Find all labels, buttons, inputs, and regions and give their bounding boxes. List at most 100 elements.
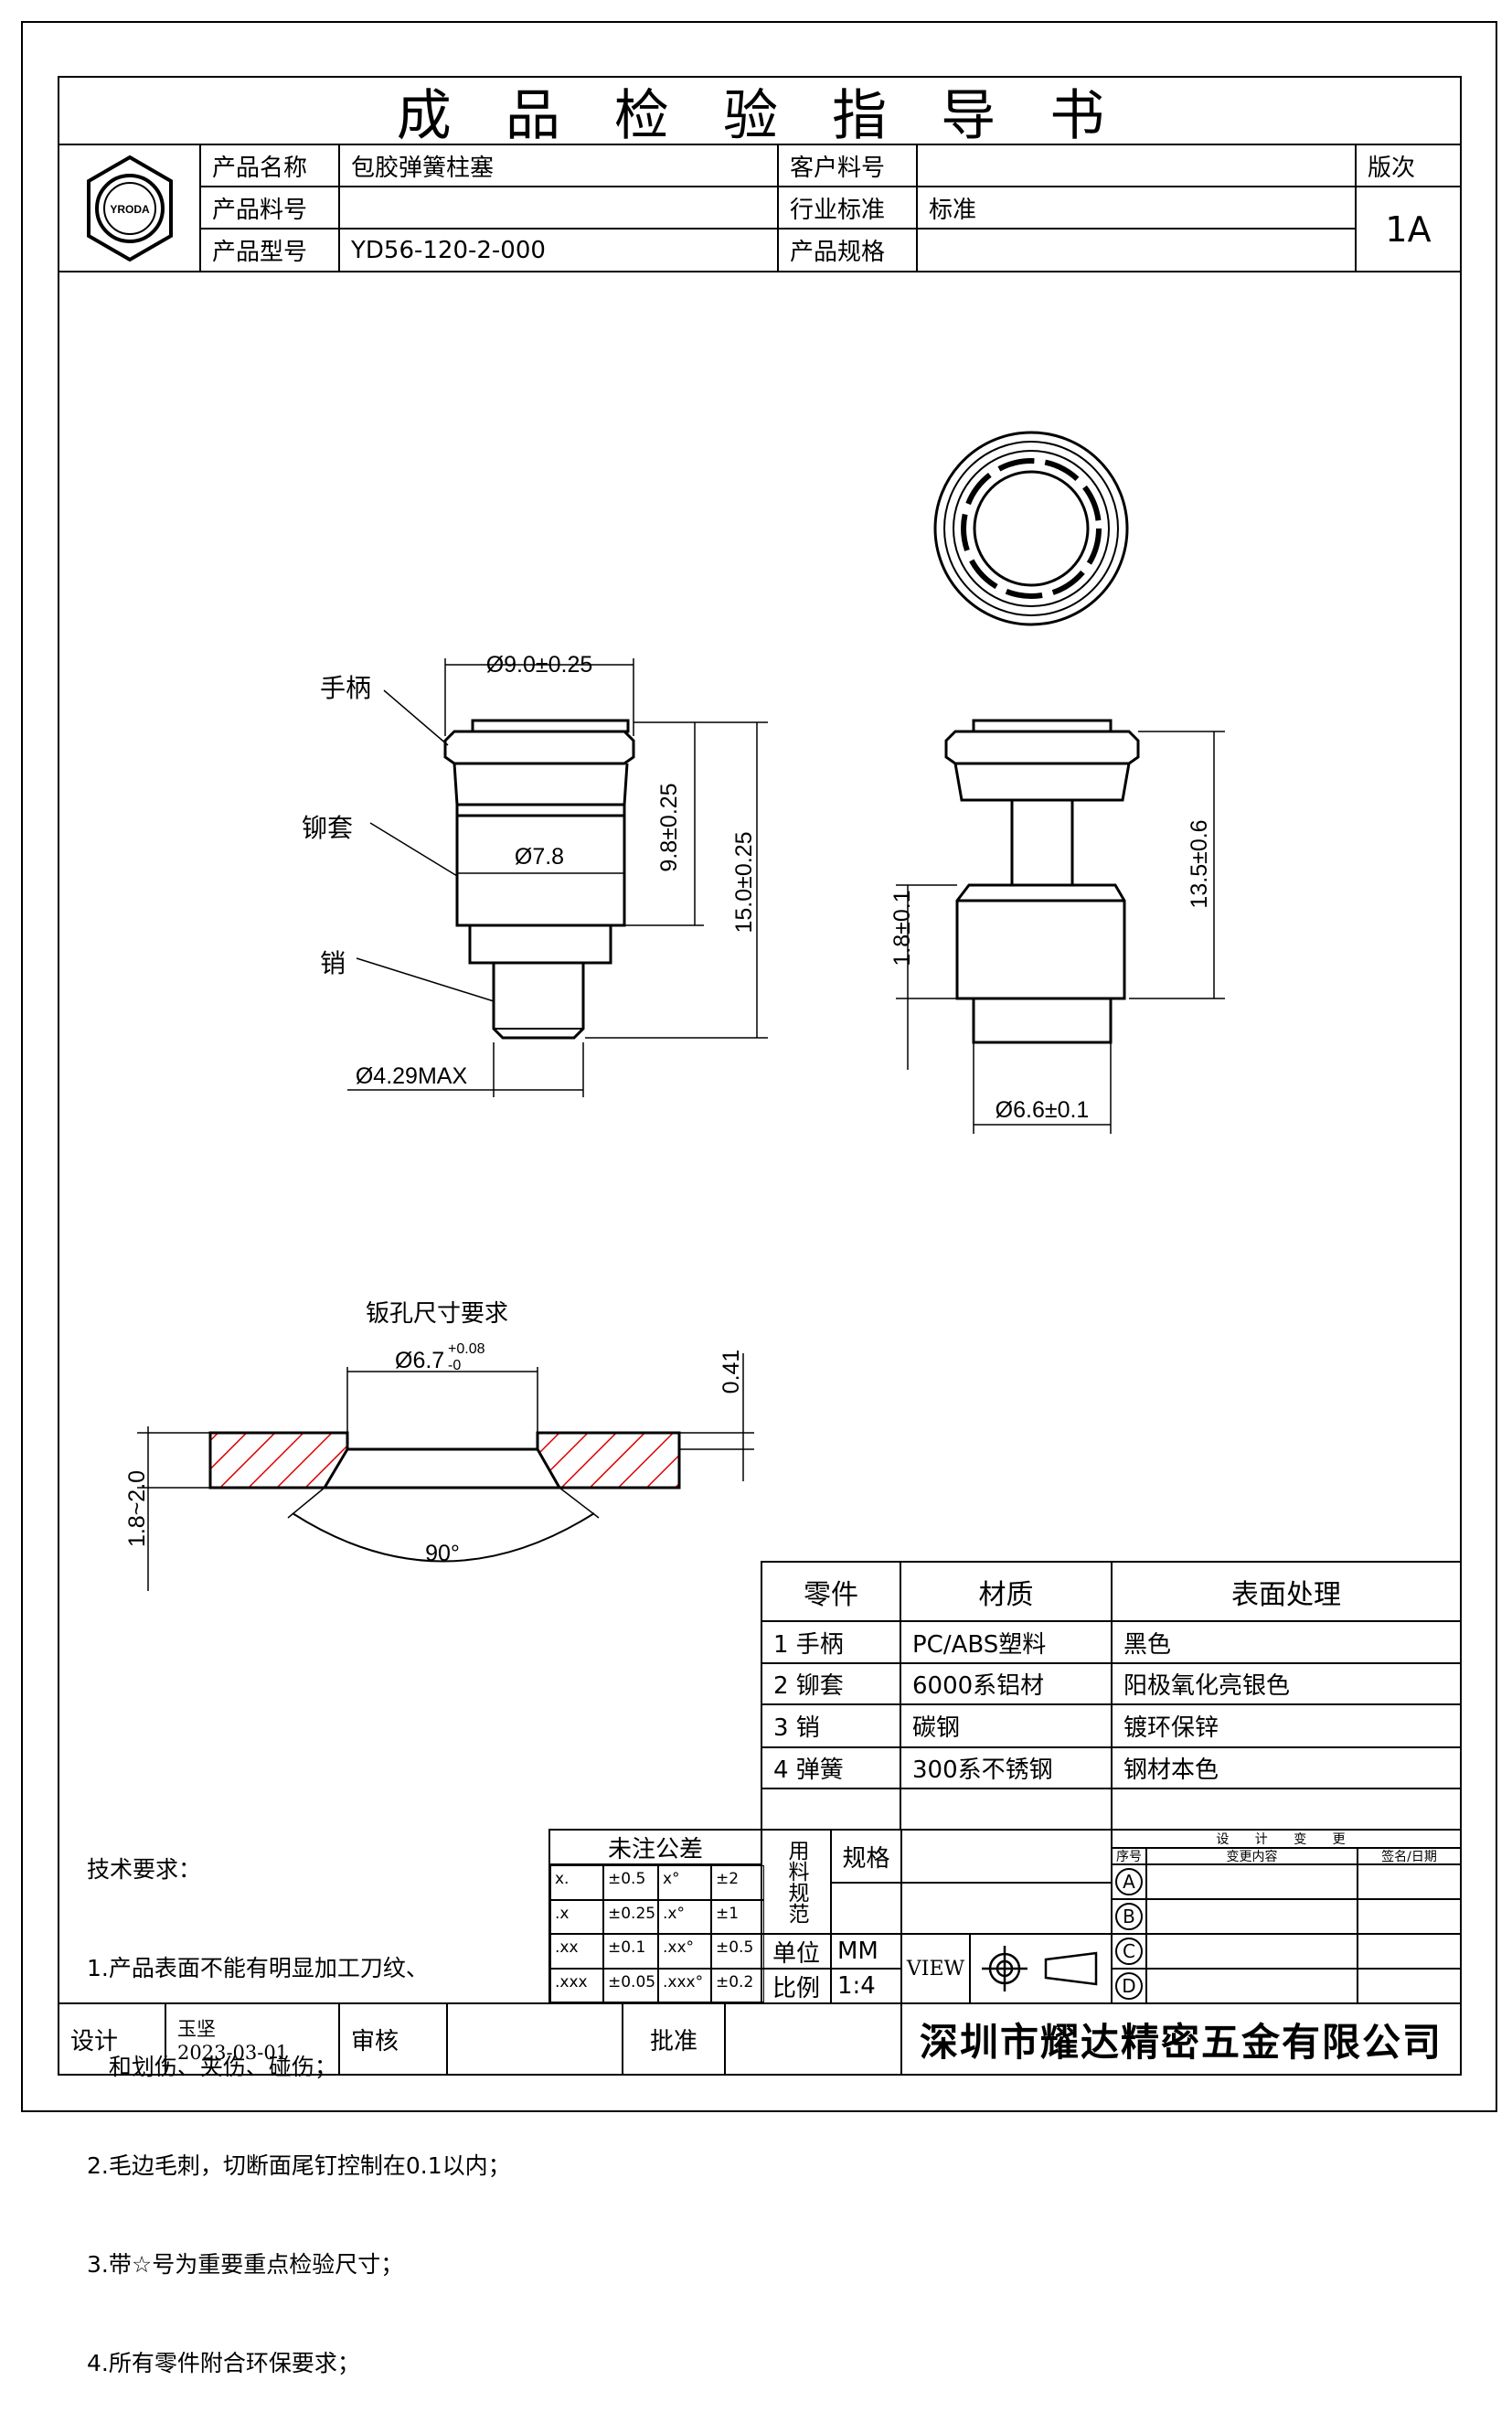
review-label: 审核 (338, 2002, 448, 2076)
parts-header-part: 零件 (761, 1561, 901, 1622)
tech-title: 技术要求： (87, 1856, 202, 1883)
parts-header-finish: 表面处理 (1111, 1561, 1462, 1622)
table-row-finish: 阳极氧化亮银色 (1111, 1662, 1462, 1705)
tol-cell: ±2 (711, 1865, 764, 1900)
change-row (1357, 1968, 1462, 2004)
table-row-finish: 钢材本色 (1111, 1746, 1462, 1789)
design-change-title: 设 计 变 更 (1111, 1829, 1462, 1849)
front-view (443, 719, 635, 1040)
table-row-finish: 黑色 (1111, 1620, 1462, 1664)
dim-total-height: 15.0±0.25 (731, 831, 757, 933)
table-row-empty (900, 1788, 1113, 1831)
plate-thickness: 1.8~2.0 (124, 1470, 150, 1547)
hole-thickness: 0.41 (719, 1350, 744, 1394)
change-col-no: 序号 (1111, 1847, 1147, 1865)
svg-text:YRODA: YRODA (110, 203, 150, 216)
change-row (1357, 1898, 1462, 1935)
company-logo: YRODA (58, 144, 201, 272)
change-col-sign: 签名/日期 (1357, 1847, 1462, 1865)
product-model-value: YD56-120-2-000 (338, 228, 779, 272)
view-label: VIEW (900, 1933, 971, 2004)
design-label: 设计 (58, 2002, 166, 2076)
spec-value (916, 228, 1357, 272)
projection-symbol-icon (969, 1933, 1113, 2004)
tol-cell: ±0.25 (603, 1899, 658, 1934)
change-row (1357, 1933, 1462, 1970)
hole-tol-minus: -0 (448, 1358, 461, 1373)
change-row (1145, 1968, 1358, 2004)
table-row-empty (1111, 1788, 1462, 1831)
change-row (1357, 1863, 1462, 1900)
tol-cell: .xxx° (658, 1968, 711, 2002)
spec-value-area (900, 1829, 1113, 1884)
tech-item: 3.带☆号为重要重点检验尺寸； (87, 2251, 404, 2278)
approver-value (724, 2002, 902, 2076)
side-view (944, 719, 1140, 1044)
table-row-material: 6000系铝材 (900, 1662, 1113, 1705)
tol-cell: .x° (658, 1899, 711, 1934)
table-row-finish: 镀环保锌 (1111, 1703, 1462, 1748)
dim-upper-height: 9.8±0.25 (656, 783, 682, 871)
change-row (1145, 1933, 1358, 1970)
tol-cell: x. (550, 1865, 603, 1900)
callout-sleeve: 铆套 (302, 814, 353, 842)
change-mark-d: D (1111, 1968, 1147, 2004)
change-row (1145, 1898, 1358, 1935)
designer-name: 玉坚 (177, 2018, 216, 2040)
tol-cell: .xxx (550, 1968, 603, 2002)
document-title: 成 品 检 验 指 导 书 (58, 76, 1462, 148)
approve-label: 批准 (622, 2002, 726, 2076)
scale-value: 1:4 (830, 1968, 902, 2004)
spec-value-area-2 (900, 1882, 1113, 1935)
panel-hole-section (137, 1353, 754, 1591)
designer-info: 玉坚 2023-03-01 (165, 2002, 340, 2076)
dim-sleeve-diameter: Ø7.8 (515, 844, 564, 870)
table-row-material: 300系不锈钢 (900, 1746, 1113, 1789)
dim-right-height: 13.5±0.6 (1187, 819, 1212, 908)
tol-cell: x° (658, 1865, 711, 1900)
callout-handle: 手柄 (320, 674, 371, 702)
tol-cell: ±0.1 (603, 1934, 658, 1969)
callout-pin: 销 (320, 949, 346, 977)
table-row-part: 2 铆套 (761, 1662, 901, 1705)
tol-cell: ±0.2 (711, 1968, 764, 2002)
material-spec-label: 用料规范 (761, 1829, 832, 1935)
design-date: 2023-03-01 (177, 2042, 289, 2064)
tol-cell: ±0.5 (711, 1934, 764, 1969)
top-view (933, 431, 1129, 626)
change-row (1145, 1863, 1358, 1900)
change-col-content: 变更内容 (1145, 1847, 1358, 1865)
tech-item: 1.产品表面不能有明显加工刀纹、 (87, 1955, 429, 1981)
unit-value: MM (830, 1933, 902, 1970)
tech-item: 和划伤、夹伤、碰伤； (87, 2054, 337, 2080)
hole-angle: 90° (425, 1541, 460, 1566)
dim-bottom-diameter: Ø6.6±0.1 (996, 1097, 1090, 1123)
reviewer-value (446, 2002, 623, 2076)
tech-requirements: 技术要求： 1.产品表面不能有明显加工刀纹、 和划伤、夹伤、碰伤； 2.毛边毛刺… (87, 1788, 511, 2413)
technical-drawing: Ø9.0±0.25 Ø7.8 9.8±0.25 15.0±0.25 Ø4.29M… (124, 431, 1225, 1591)
tolerance-title: 未注公差 (548, 1829, 762, 1865)
unit-label: 单位 (761, 1933, 832, 1970)
dim-handle-diameter: Ø9.0±0.25 (486, 652, 593, 678)
table-row-material: PC/ABS塑料 (900, 1620, 1113, 1664)
tech-item: 4.所有零件附合环保要求； (87, 2350, 360, 2376)
tol-cell: ±0.05 (603, 1968, 658, 2002)
table-row-empty (761, 1788, 901, 1831)
table-row-material: 碳钢 (900, 1703, 1113, 1748)
hole-title: 钣孔尺寸要求 (366, 1299, 508, 1327)
tech-item: 2.毛边毛刺，切断面尾钉控制在0.1以内； (87, 2152, 511, 2179)
spec-value-2 (830, 1882, 902, 1935)
dim-small-height: 1.8±0.1 (889, 890, 915, 966)
table-row-part: 3 销 (761, 1703, 901, 1748)
tol-cell: .xx (550, 1934, 603, 1969)
hole-diameter: Ø6.7 (395, 1348, 444, 1373)
table-row-part: 1 手柄 (761, 1620, 901, 1664)
product-model-label: 产品型号 (199, 228, 340, 272)
parts-header-material: 材质 (900, 1561, 1113, 1622)
tol-cell: ±1 (711, 1899, 764, 1934)
change-mark-b: B (1111, 1898, 1147, 1935)
tol-cell: .x (550, 1899, 603, 1934)
spec-label-2: 规格 (830, 1829, 902, 1884)
company-name: 深圳市耀达精密五金有限公司 (900, 2002, 1462, 2076)
change-mark-a: A (1111, 1863, 1147, 1900)
